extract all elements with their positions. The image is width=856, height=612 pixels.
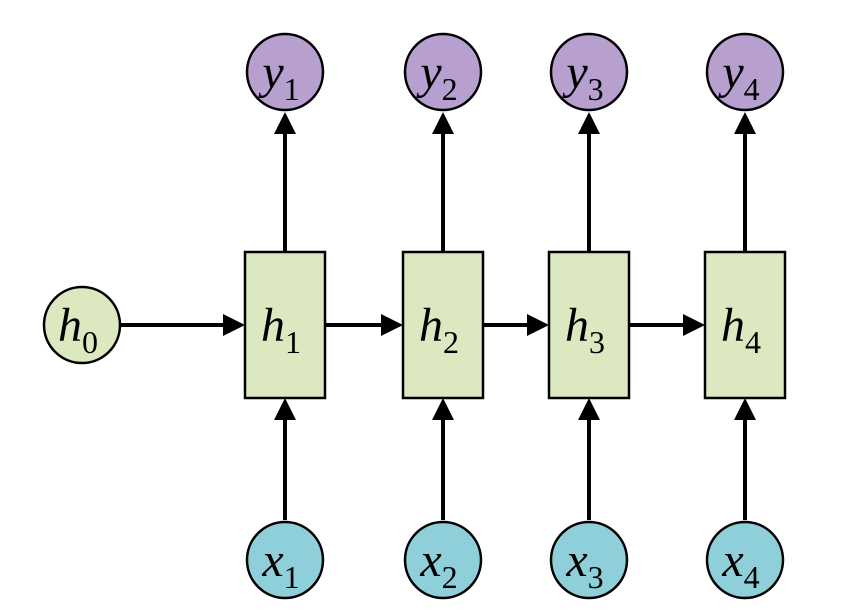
- arrow-h0-to-h1-head: [223, 314, 245, 336]
- node-h4: h4: [703, 250, 787, 400]
- node-x3-label-symbol: x: [565, 534, 587, 587]
- arrow-h3-to-h4-head: [683, 314, 705, 336]
- node-h1-box: [243, 250, 327, 400]
- node-y3-circle: [549, 32, 629, 112]
- arrow-h2-to-h3: [483, 314, 549, 336]
- node-h0-label-subscript: 0: [82, 324, 98, 360]
- node-y3: y3: [549, 32, 629, 112]
- node-h4-box: [703, 250, 787, 400]
- node-x1-label-subscript: 1: [284, 559, 300, 595]
- node-y4-circle: [705, 32, 785, 112]
- node-x3-label: x3: [565, 534, 603, 595]
- node-y1-label-subscript: 1: [284, 71, 300, 107]
- node-x4-label: x4: [721, 534, 759, 595]
- node-x1: x1: [245, 520, 325, 600]
- node-y1: y1: [245, 32, 325, 112]
- node-x2-label: x2: [419, 534, 457, 595]
- node-y3-label-symbol: y: [561, 46, 588, 99]
- node-y1-label-symbol: y: [257, 46, 284, 99]
- arrow-h3-to-y3-head: [578, 112, 600, 134]
- node-x4: x4: [705, 520, 785, 600]
- node-y4: y4: [705, 32, 785, 112]
- node-x2-label-symbol: x: [419, 534, 441, 587]
- node-y4-label: y4: [717, 46, 759, 107]
- arrow-x3-to-h3-head: [578, 398, 600, 420]
- node-x4-circle: [705, 520, 785, 600]
- arrow-h1-to-y1-head: [274, 112, 296, 134]
- node-h3: h3: [547, 250, 631, 400]
- arrow-h1-to-y1: [274, 112, 296, 252]
- arrow-h3-to-h4: [629, 314, 705, 336]
- node-x1-circle: [245, 520, 325, 600]
- node-h4-label: h4: [721, 299, 761, 360]
- node-x1-label-symbol: x: [261, 534, 283, 587]
- node-x4-label-subscript: 4: [744, 559, 760, 595]
- arrow-h0-to-h1: [120, 314, 245, 336]
- arrow-x4-to-h4: [734, 398, 756, 520]
- arrow-x4-to-h4-head: [734, 398, 756, 420]
- arrow-h3-to-y3: [578, 112, 600, 252]
- arrow-x1-to-h1: [274, 398, 296, 520]
- node-x3-label-subscript: 3: [588, 559, 604, 595]
- node-y1-circle: [245, 32, 325, 112]
- arrow-x2-to-h2: [432, 398, 454, 520]
- node-y4-label-symbol: y: [717, 46, 744, 99]
- node-h2-label-symbol: h: [419, 299, 443, 352]
- node-y2-label: y2: [415, 46, 457, 107]
- node-x3: x3: [549, 520, 629, 600]
- node-x2: x2: [403, 520, 483, 600]
- arrow-h1-to-h2-head: [381, 314, 403, 336]
- node-y2-label-symbol: y: [415, 46, 442, 99]
- node-h0: h0: [42, 285, 122, 365]
- arrow-h4-to-y4: [734, 112, 756, 252]
- node-h3-label: h3: [565, 299, 605, 360]
- node-h3-label-subscript: 3: [589, 324, 605, 360]
- arrow-h2-to-h3-head: [527, 314, 549, 336]
- node-x4-label-symbol: x: [721, 534, 743, 587]
- node-h1-label-symbol: h: [261, 299, 285, 352]
- arrow-x3-to-h3: [578, 398, 600, 520]
- node-h4-label-symbol: h: [721, 299, 745, 352]
- node-h2-label-subscript: 2: [443, 324, 459, 360]
- node-h4-label-subscript: 4: [745, 324, 761, 360]
- arrow-h1-to-h2: [325, 314, 403, 336]
- node-h2-box: [401, 250, 485, 400]
- node-h0-label: h0: [58, 299, 98, 360]
- arrow-h4-to-y4-head: [734, 112, 756, 134]
- node-h2: h2: [401, 250, 485, 400]
- node-h1-label-subscript: 1: [285, 324, 301, 360]
- node-y4-label-subscript: 4: [744, 71, 760, 107]
- node-h0-circle: [42, 285, 122, 365]
- node-y3-label-subscript: 3: [588, 71, 604, 107]
- arrow-h2-to-y2-head: [432, 112, 454, 134]
- node-x1-label: x1: [261, 534, 299, 595]
- arrow-x1-to-h1-head: [274, 398, 296, 420]
- node-y2: y2: [403, 32, 483, 112]
- node-h2-label: h2: [419, 299, 459, 360]
- node-h3-label-symbol: h: [565, 299, 589, 352]
- node-h3-box: [547, 250, 631, 400]
- node-y3-label: y3: [561, 46, 603, 107]
- edges-layer: [120, 112, 756, 520]
- node-x2-label-subscript: 2: [442, 559, 458, 595]
- arrow-h2-to-y2: [432, 112, 454, 252]
- node-h1-label: h1: [261, 299, 301, 360]
- arrow-x2-to-h2-head: [432, 398, 454, 420]
- node-x2-circle: [403, 520, 483, 600]
- node-h0-label-symbol: h: [58, 299, 82, 352]
- node-y1-label: y1: [257, 46, 299, 107]
- node-x3-circle: [549, 520, 629, 600]
- node-h1: h1: [243, 250, 327, 400]
- node-y2-circle: [403, 32, 483, 112]
- node-y2-label-subscript: 2: [442, 71, 458, 107]
